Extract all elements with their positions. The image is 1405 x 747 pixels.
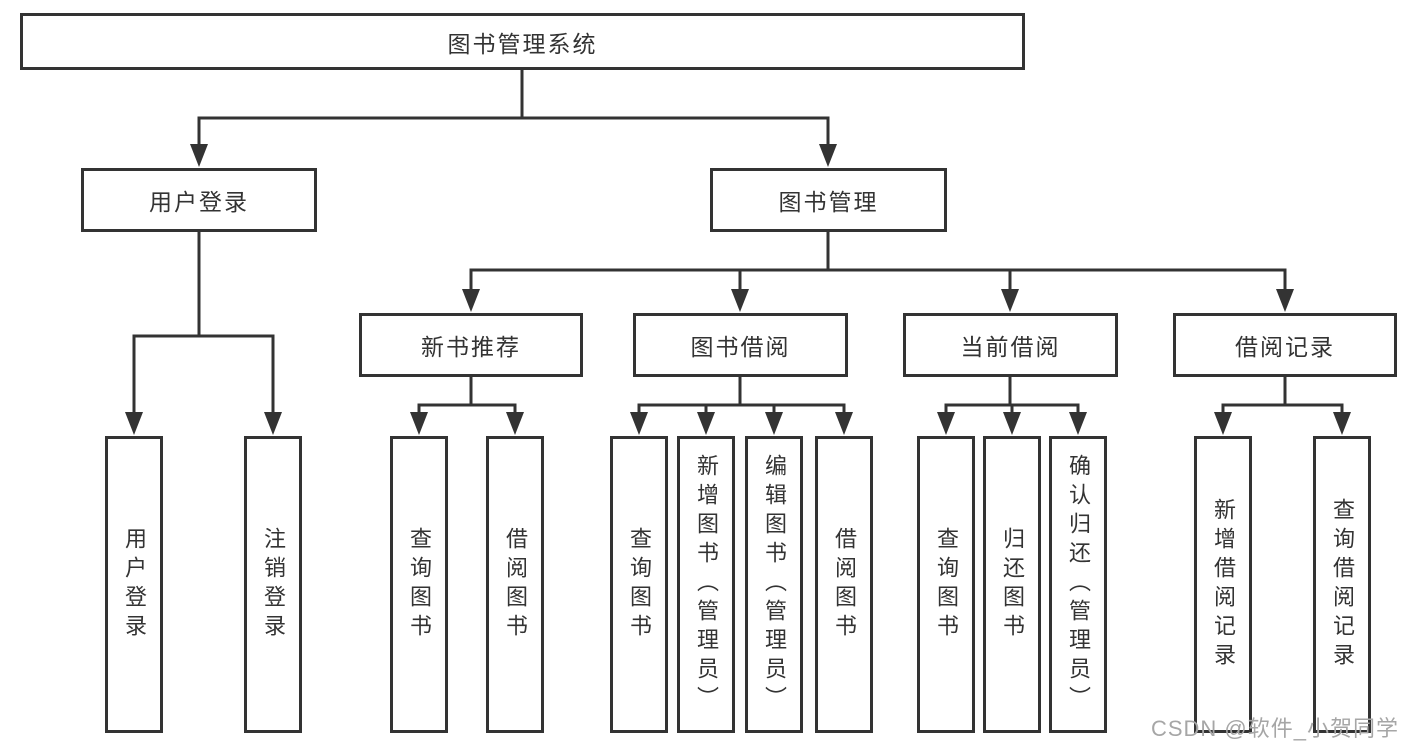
node-library-management-system: 图书管理系统 [20,13,1025,70]
node-label: 图书管理系统 [447,30,598,57]
node-label: 用户登录 [149,189,249,215]
leaf-query-books-recommend: 查询图书 [390,436,448,733]
leaf-logout: 注销登录 [244,436,302,733]
node-current-borrow: 当前借阅 [903,313,1118,377]
node-label: 借阅记录 [1235,334,1335,360]
node-label: 查询图书 [627,526,652,643]
node-new-book-recommend: 新书推荐 [359,313,583,377]
node-label: 查询借阅记录 [1330,497,1355,672]
node-label: 图书借阅 [690,334,791,360]
leaf-query-books-borrow: 查询图书 [610,436,668,733]
csdn-watermark: CSDN @软件_小贺同学 [1150,716,1399,741]
node-label: 当前借阅 [960,334,1061,360]
node-label: 新书推荐 [421,334,521,360]
leaf-add-borrow-record: 新增借阅记录 [1194,436,1252,733]
connector-segments [132,67,1344,414]
leaf-query-borrow-record: 查询借阅记录 [1313,436,1371,733]
node-label: 查询图书 [407,526,432,643]
leaf-borrow-books-recommend: 借阅图书 [486,436,544,733]
arrowheads [125,144,1351,435]
leaf-confirm-return-admin: 确认归还（管理员） [1049,436,1107,733]
leaf-add-books-admin: 新增图书（管理员） [677,436,735,733]
node-book-management: 图书管理 [710,168,947,232]
leaf-borrow-books: 借阅图书 [815,436,873,733]
leaf-query-books-current: 查询图书 [917,436,975,733]
node-label: 借阅图书 [503,526,528,643]
node-label: 注销登录 [261,526,286,643]
node-borrow-records: 借阅记录 [1173,313,1397,377]
node-label: 归还图书 [1000,526,1025,643]
leaf-return-books: 归还图书 [983,436,1041,733]
node-label: 编辑图书（管理员） [762,454,787,715]
node-label: 确认归还（管理员） [1066,454,1091,715]
leaf-edit-books-admin: 编辑图书（管理员） [745,436,803,733]
node-book-borrow: 图书借阅 [633,313,848,377]
node-label: 借阅图书 [832,526,857,643]
node-label: 新增图书（管理员） [694,454,719,715]
node-label: 新增借阅记录 [1211,497,1236,672]
node-label: 查询图书 [934,526,959,643]
node-label: 图书管理 [778,189,879,215]
leaf-user-login: 用户登录 [105,436,163,733]
node-user-login: 用户登录 [81,168,317,232]
node-label: 用户登录 [122,526,147,643]
